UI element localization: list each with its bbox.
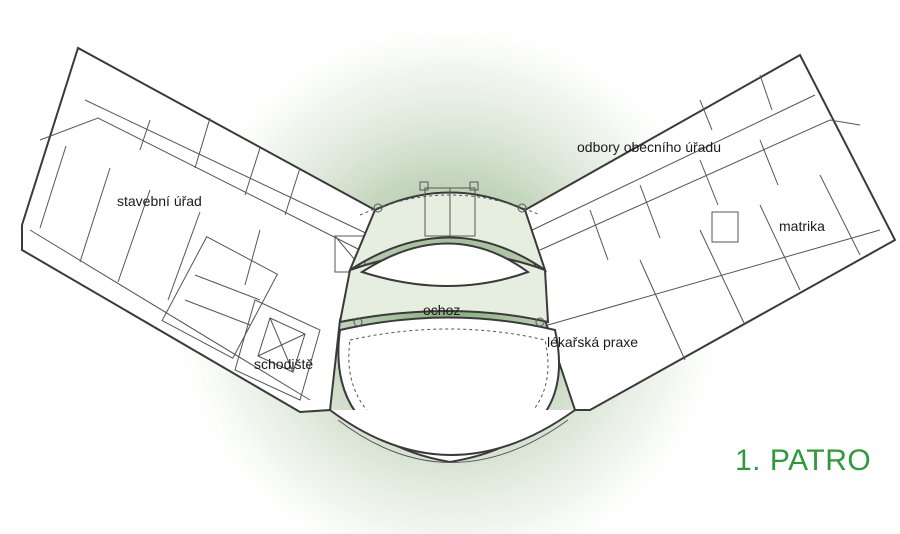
room-label-building-office: stavební úřad — [117, 193, 202, 209]
room-label-gallery: ochoz — [423, 302, 461, 318]
room-label-staircase: schodiště — [254, 356, 314, 372]
central-core — [329, 181, 576, 464]
floor-title: 1. PATRO — [735, 444, 872, 477]
room-label-municipal-departments: odbory obecního úřadu — [577, 139, 721, 155]
left-wing — [21, 46, 377, 414]
room-label-medical-practice: lékařská praxe — [547, 334, 639, 350]
room-label-registry: matrika — [779, 218, 825, 234]
